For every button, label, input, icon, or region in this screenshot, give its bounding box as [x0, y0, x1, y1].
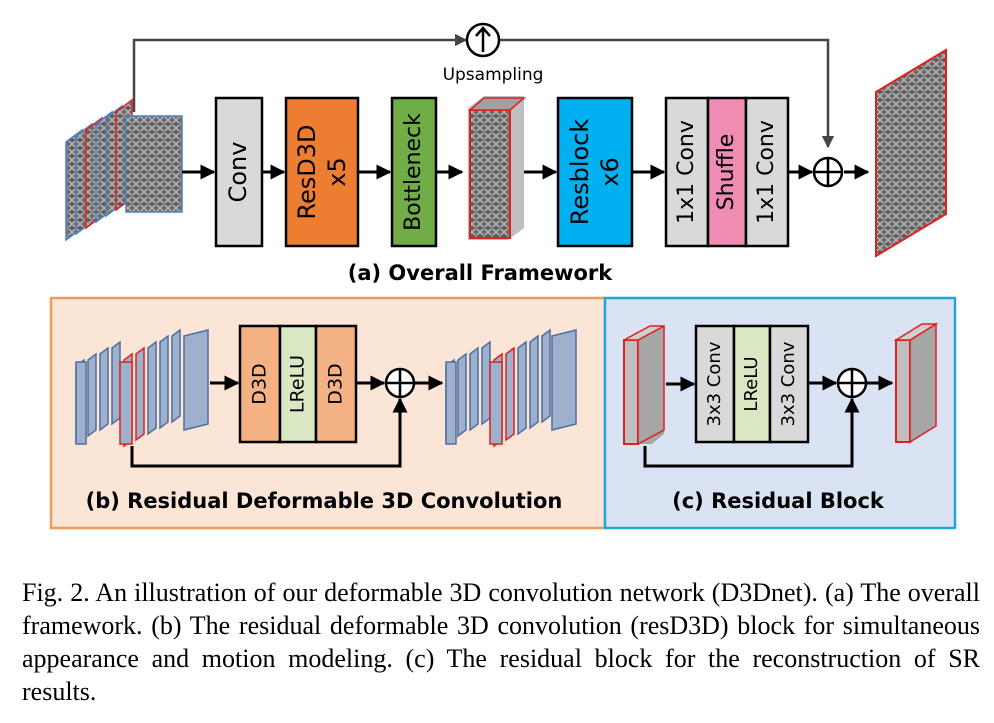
output-feature-c [893, 322, 939, 444]
conv1x1-a-label: 1x1 Conv [674, 120, 699, 224]
input-frame-stack [65, 98, 183, 242]
sum-node-a [812, 156, 844, 188]
lrelu-c-label: LReLU [741, 356, 762, 411]
shuffle-label: Shuffle [714, 134, 739, 211]
bottleneck-block [390, 96, 438, 248]
framework-title: (a) Overall Framework [348, 261, 614, 285]
sum-node-c [836, 367, 868, 399]
lrelu-c-block [732, 324, 772, 444]
overall-framework: Upsampling Conv ResD3D x5 Bottleneck Res… [65, 22, 947, 285]
conv1x1-a-block [664, 96, 710, 248]
panel-resblock: 3x3 Conv LReLU 3x3 Conv (c) Residual Blo… [603, 296, 957, 530]
d3d-a-block [238, 324, 282, 444]
d3d-b-block [314, 324, 358, 444]
resblock-label: Resblock [566, 119, 594, 226]
output-feature-stack-b [445, 328, 577, 448]
conv3x3-a-label: 3x3 Conv [704, 341, 725, 426]
conv-label: Conv [224, 142, 252, 203]
conv3x3-b-block [768, 324, 810, 444]
resblock-block [556, 96, 634, 248]
bottleneck-label: Bottleneck [401, 113, 426, 231]
conv-block [214, 96, 264, 248]
conv3x3-b-label: 3x3 Conv [778, 341, 799, 426]
figure-caption: Fig. 2. An illustration of our deformabl… [22, 578, 980, 706]
panel-c-title: (c) Residual Block [672, 489, 885, 513]
conv1x1-b-block [744, 96, 790, 248]
resd3d-block [284, 96, 360, 248]
conv1x1-b-label: 1x1 Conv [754, 120, 779, 224]
d3d-b-label: D3D [325, 363, 347, 404]
upsampling-label: Upsampling [443, 65, 544, 85]
feature-frame [467, 96, 527, 240]
sum-node-b [384, 367, 416, 399]
output-sr-frame [875, 48, 947, 258]
resd3d-label: ResD3D [293, 124, 321, 219]
upsampling-skip-line [132, 33, 468, 112]
upsampling-icon [465, 22, 501, 58]
panel-resd3d: D3D LReLU D3D [49, 296, 607, 530]
resd3d-multiplier: x5 [323, 157, 351, 186]
lrelu-b-label: LReLU [287, 355, 309, 413]
shuffle-block [706, 96, 748, 248]
panel-b-title: (b) Residual Deformable 3D Convolution [86, 489, 563, 513]
d3d-a-label: D3D [249, 363, 271, 404]
input-feature-c [623, 324, 665, 446]
resblock-multiplier: x6 [596, 157, 624, 186]
input-feature-stack-b [75, 328, 209, 448]
